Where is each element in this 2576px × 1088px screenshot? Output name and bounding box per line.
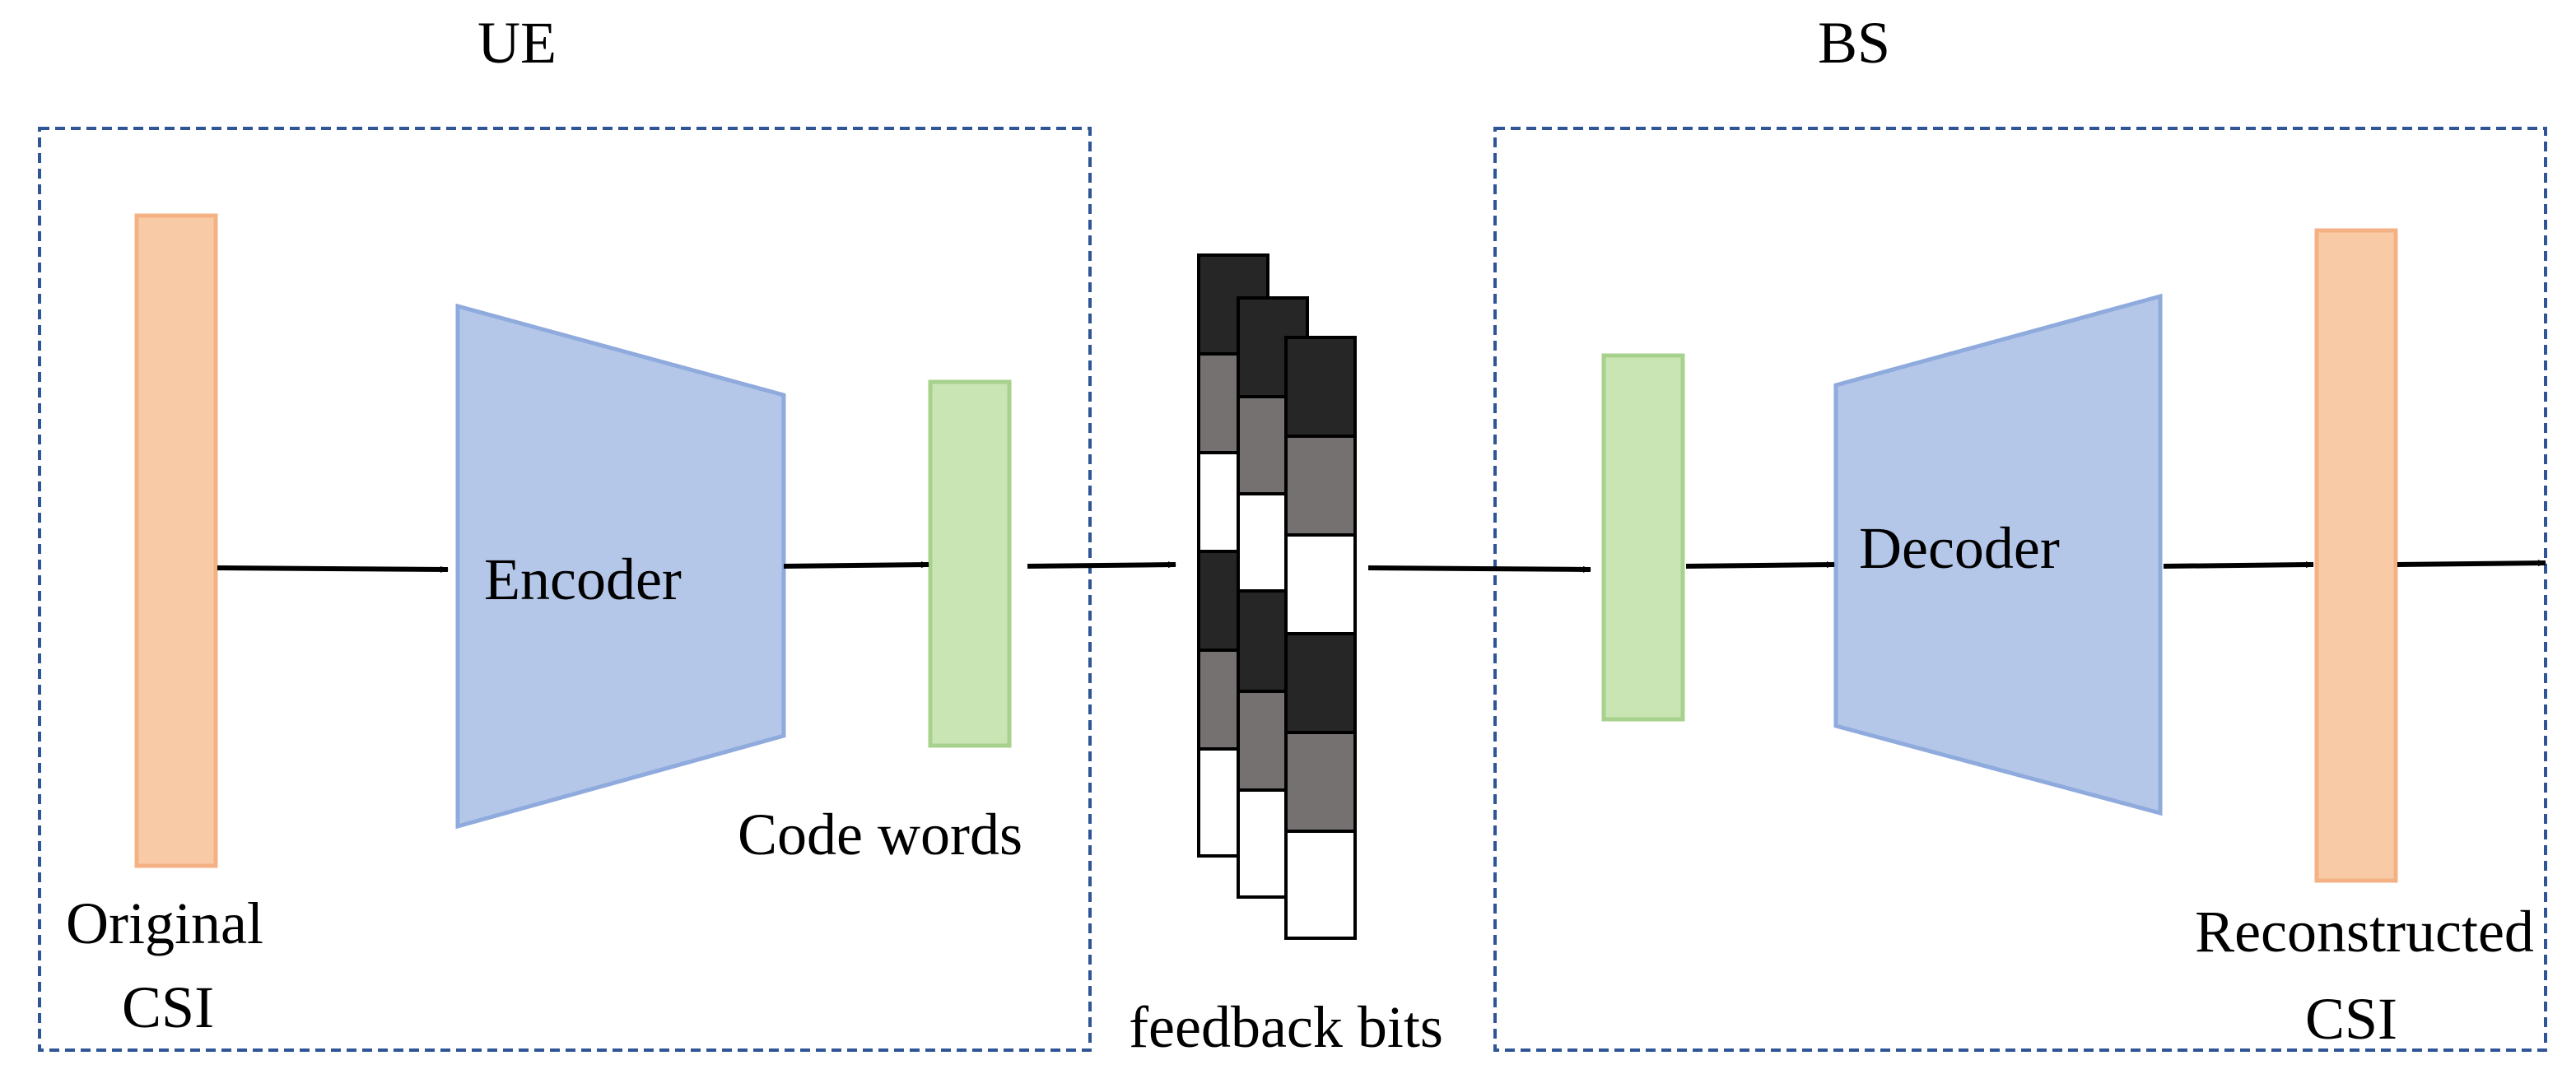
code-words-label: Code words bbox=[738, 802, 1022, 867]
feedback-bit bbox=[1284, 336, 1357, 438]
decoder-block bbox=[1833, 293, 2163, 816]
arrow-decoder-to-csi bbox=[2163, 561, 2314, 569]
ue-title: UE bbox=[477, 10, 557, 76]
arrow-codeword-to-bits bbox=[1027, 561, 1176, 569]
codeword-bar-bs bbox=[1601, 353, 1685, 722]
decoder-label: Decoder bbox=[1859, 515, 2060, 581]
ue-box bbox=[38, 127, 1092, 1052]
arrow-encoder-to-codeword bbox=[783, 561, 929, 569]
feedback-bit bbox=[1284, 731, 1357, 833]
bs-title: BS bbox=[1818, 10, 1890, 76]
original-csi-label-line1: Original bbox=[66, 890, 263, 956]
feedback-bit bbox=[1284, 435, 1357, 537]
original-csi-label-line2: CSI bbox=[122, 974, 214, 1040]
encoder-block bbox=[455, 303, 786, 830]
arrow-csi-output bbox=[2397, 560, 2546, 567]
feedback-bits-label: feedback bits bbox=[1129, 994, 1443, 1060]
arrow-csi-to-encoder bbox=[217, 565, 449, 573]
encoder-label: Encoder bbox=[484, 546, 682, 612]
feedback-bit bbox=[1284, 830, 1357, 940]
flow-arrows bbox=[217, 560, 2546, 573]
feedback-bits-stack bbox=[1197, 253, 1357, 940]
codeword-bar-ue bbox=[928, 379, 1012, 748]
feedback-bit bbox=[1284, 632, 1357, 734]
reconstructed-csi-label-line2: CSI bbox=[2305, 986, 2397, 1052]
reconstructed-csi-label-line1: Reconstructed bbox=[2195, 899, 2534, 965]
bs-box bbox=[1493, 127, 2547, 1052]
arrow-codeword-to-decoder bbox=[1685, 561, 1835, 569]
feedback-bit-column-3 bbox=[1284, 336, 1357, 940]
reconstructed-csi-bar bbox=[2314, 228, 2398, 883]
original-csi-bar bbox=[134, 213, 218, 868]
arrow-bits-to-codeword bbox=[1367, 565, 1591, 573]
feedback-bit bbox=[1284, 533, 1357, 635]
